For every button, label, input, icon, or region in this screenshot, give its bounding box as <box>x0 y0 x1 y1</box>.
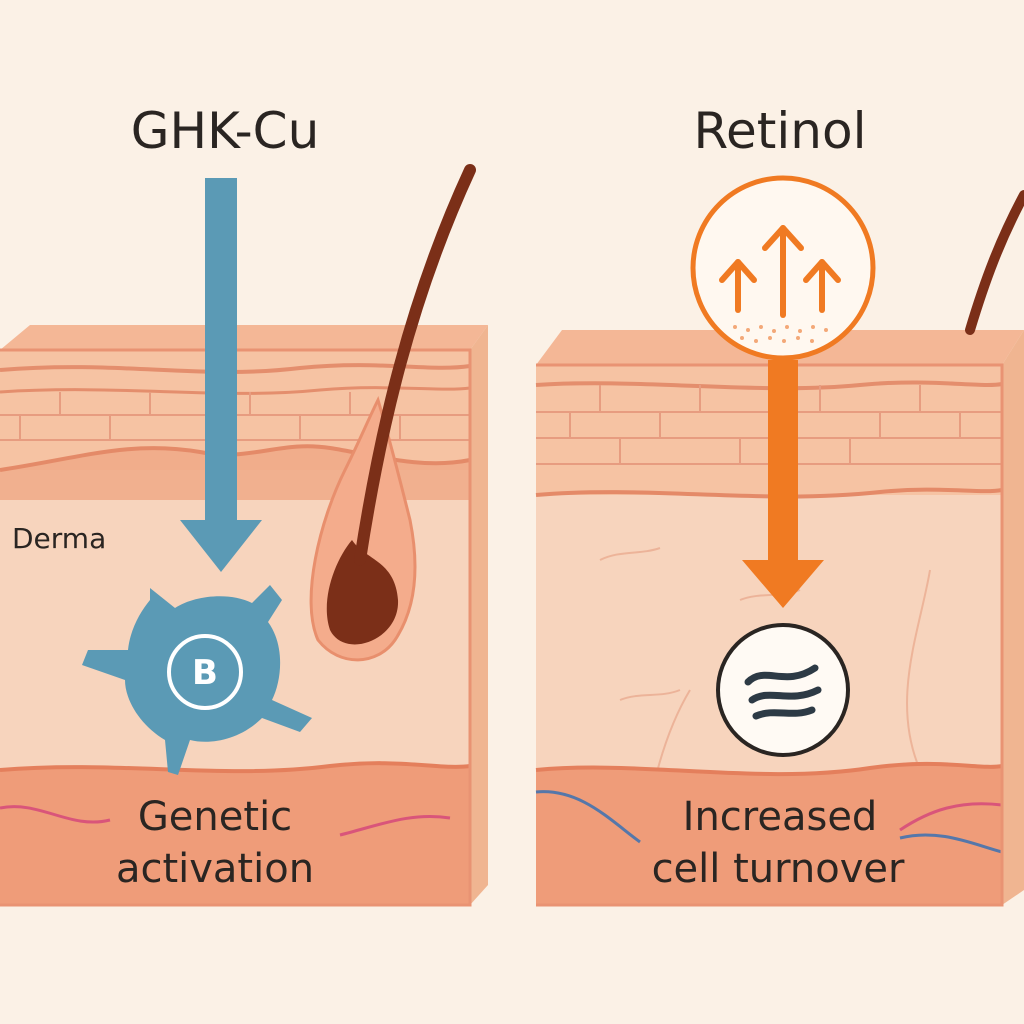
retinol-skin-block <box>535 330 1024 907</box>
retinol-penetration-arrow <box>742 360 824 608</box>
ghk-hair-follicle <box>309 164 476 662</box>
fibroblast-cell-icon: B <box>82 585 312 775</box>
cell-glyph: B <box>192 653 218 693</box>
retinol-caption-line2: cell turnover <box>652 846 905 892</box>
retinol-title: Retinol <box>694 102 867 160</box>
wavy-lines-icon <box>716 623 850 757</box>
retinol-hair <box>965 190 1024 335</box>
upward-arrows-icon <box>690 175 876 361</box>
retinol-caption-line1: Increased <box>683 794 878 840</box>
ghk-penetration-arrow <box>180 178 262 572</box>
ghk-caption-line2: activation <box>116 846 314 892</box>
derma-label: Derma <box>12 522 106 555</box>
ghk-caption-line1: Genetic <box>138 794 292 840</box>
ghk-title: GHK-Cu <box>131 102 320 160</box>
